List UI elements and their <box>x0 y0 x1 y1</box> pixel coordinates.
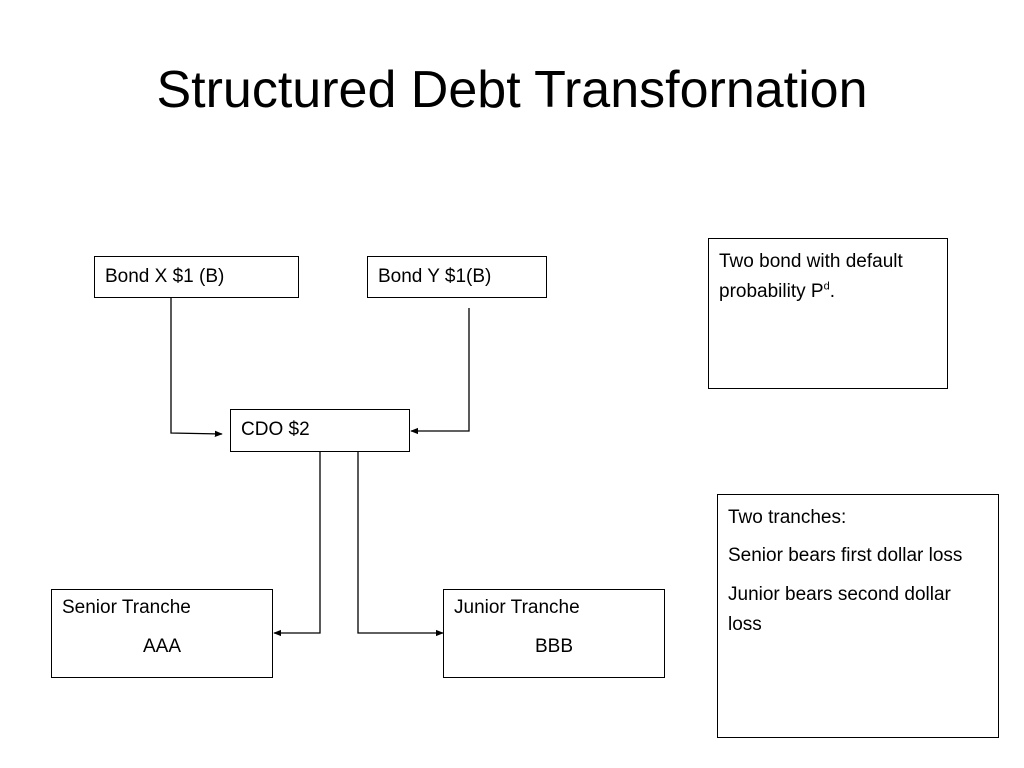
bond-note-superscript: d <box>823 281 830 294</box>
arrow-bond-x-to-cdo <box>170 298 223 438</box>
bond-x-label: Bond X $1 (B) <box>105 266 225 287</box>
tranche-note-box: Two tranches: Senior bears first dollar … <box>717 494 999 738</box>
bond-x-box: Bond X $1 (B) <box>94 256 299 298</box>
senior-tranche-rating: AAA <box>142 635 182 657</box>
senior-tranche-box: Senior Tranche AAA <box>51 589 273 678</box>
senior-tranche-label: Senior Tranche <box>62 597 191 618</box>
junior-tranche-box: Junior Tranche BBB <box>443 589 665 678</box>
arrow-cdo-to-senior <box>273 452 321 637</box>
arrow-cdo-to-junior <box>357 452 444 637</box>
cdo-box: CDO $2 <box>230 409 410 452</box>
bond-note-box: Two bond with default probability Pd. <box>708 238 948 389</box>
bond-note-text: Two bond with default probability P <box>719 251 903 303</box>
tranche-note-junior: Junior bears second dollar loss <box>728 583 951 636</box>
arrow-bond-y-to-cdo <box>410 308 470 435</box>
bond-y-label: Bond Y $1(B) <box>378 266 492 287</box>
page-title: Structured Debt Transfornation <box>156 61 868 119</box>
junior-tranche-rating: BBB <box>534 635 574 657</box>
bond-y-box: Bond Y $1(B) <box>367 256 547 298</box>
cdo-label: CDO $2 <box>241 419 310 440</box>
junior-tranche-label: Junior Tranche <box>454 597 580 618</box>
bond-note-suffix: . <box>829 281 835 303</box>
tranche-note-senior: Senior bears first dollar loss <box>728 545 963 567</box>
tranche-note-heading: Two tranches: <box>728 507 847 528</box>
